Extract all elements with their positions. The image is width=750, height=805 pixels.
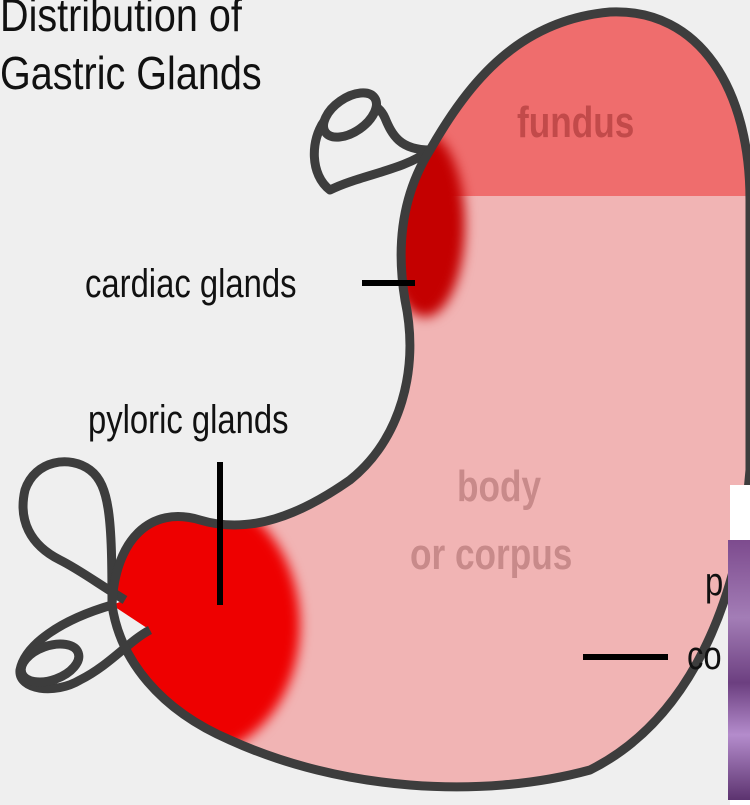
body-label-line-1: body: [457, 462, 541, 512]
cardiac-glands-label: cardiac glands: [85, 262, 297, 307]
body-label-line-2: or corpus: [410, 530, 572, 580]
partial-label-2: co: [687, 634, 722, 679]
partial-label-1: p: [705, 560, 723, 605]
title-line-1: Distribution of: [0, 0, 262, 44]
diagram-title: Distribution of Gastric Glands: [0, 0, 262, 102]
pyloric-glands-label: pyloric glands: [88, 398, 289, 443]
title-line-2: Gastric Glands: [0, 44, 262, 102]
micrograph-image: [728, 540, 750, 800]
fundus-label: fundus: [517, 98, 634, 148]
